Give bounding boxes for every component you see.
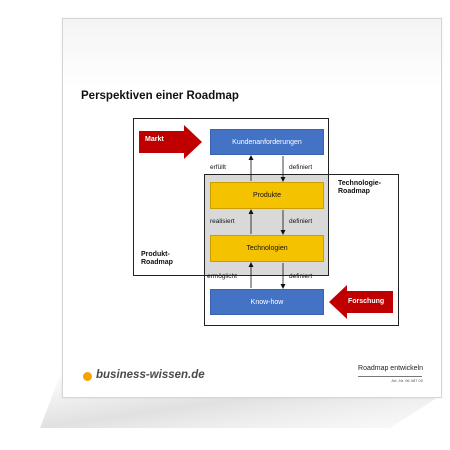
footer-divider — [358, 376, 422, 377]
technologie-roadmap-frame — [204, 174, 399, 326]
definiert-label-bottom: definiert — [289, 273, 313, 280]
document-page: Perspektiven einer Roadmap Kundenanforde… — [62, 18, 442, 398]
produkt-roadmap-label: Produkt- Roadmap — [141, 251, 173, 266]
realisiert-label: realisiert — [210, 218, 235, 225]
definiert-label-middle: definiert — [289, 218, 313, 225]
markt-label: Markt — [145, 136, 164, 143]
forschung-arrow — [329, 285, 393, 319]
forschung-label: Forschung — [348, 298, 385, 305]
brand-logo: business-wissen.de — [96, 369, 205, 381]
diagram-arrows — [139, 125, 393, 319]
logo-dot-icon — [83, 372, 92, 381]
erfuellt-label: erfüllt — [210, 164, 226, 171]
produkte-box: Produkte — [210, 182, 324, 209]
document-title: Roadmap entwickeln — [358, 365, 423, 372]
technologien-box: Technologien — [210, 235, 324, 262]
article-number: Art.-Nr. 06 087 00 — [391, 378, 423, 383]
kundenanforderungen-box: Kundenanforderungen — [210, 129, 324, 155]
markt-arrow — [139, 125, 202, 159]
produkt-roadmap-frame — [133, 118, 329, 276]
page-title: Perspektiven einer Roadmap — [81, 90, 239, 102]
technologie-roadmap-label: Technologie- Roadmap — [338, 180, 382, 195]
ermoeglicht-label: ermöglicht — [207, 273, 237, 280]
know-how-box: Know-how — [210, 289, 324, 315]
definiert-label-top: definiert — [289, 164, 313, 171]
